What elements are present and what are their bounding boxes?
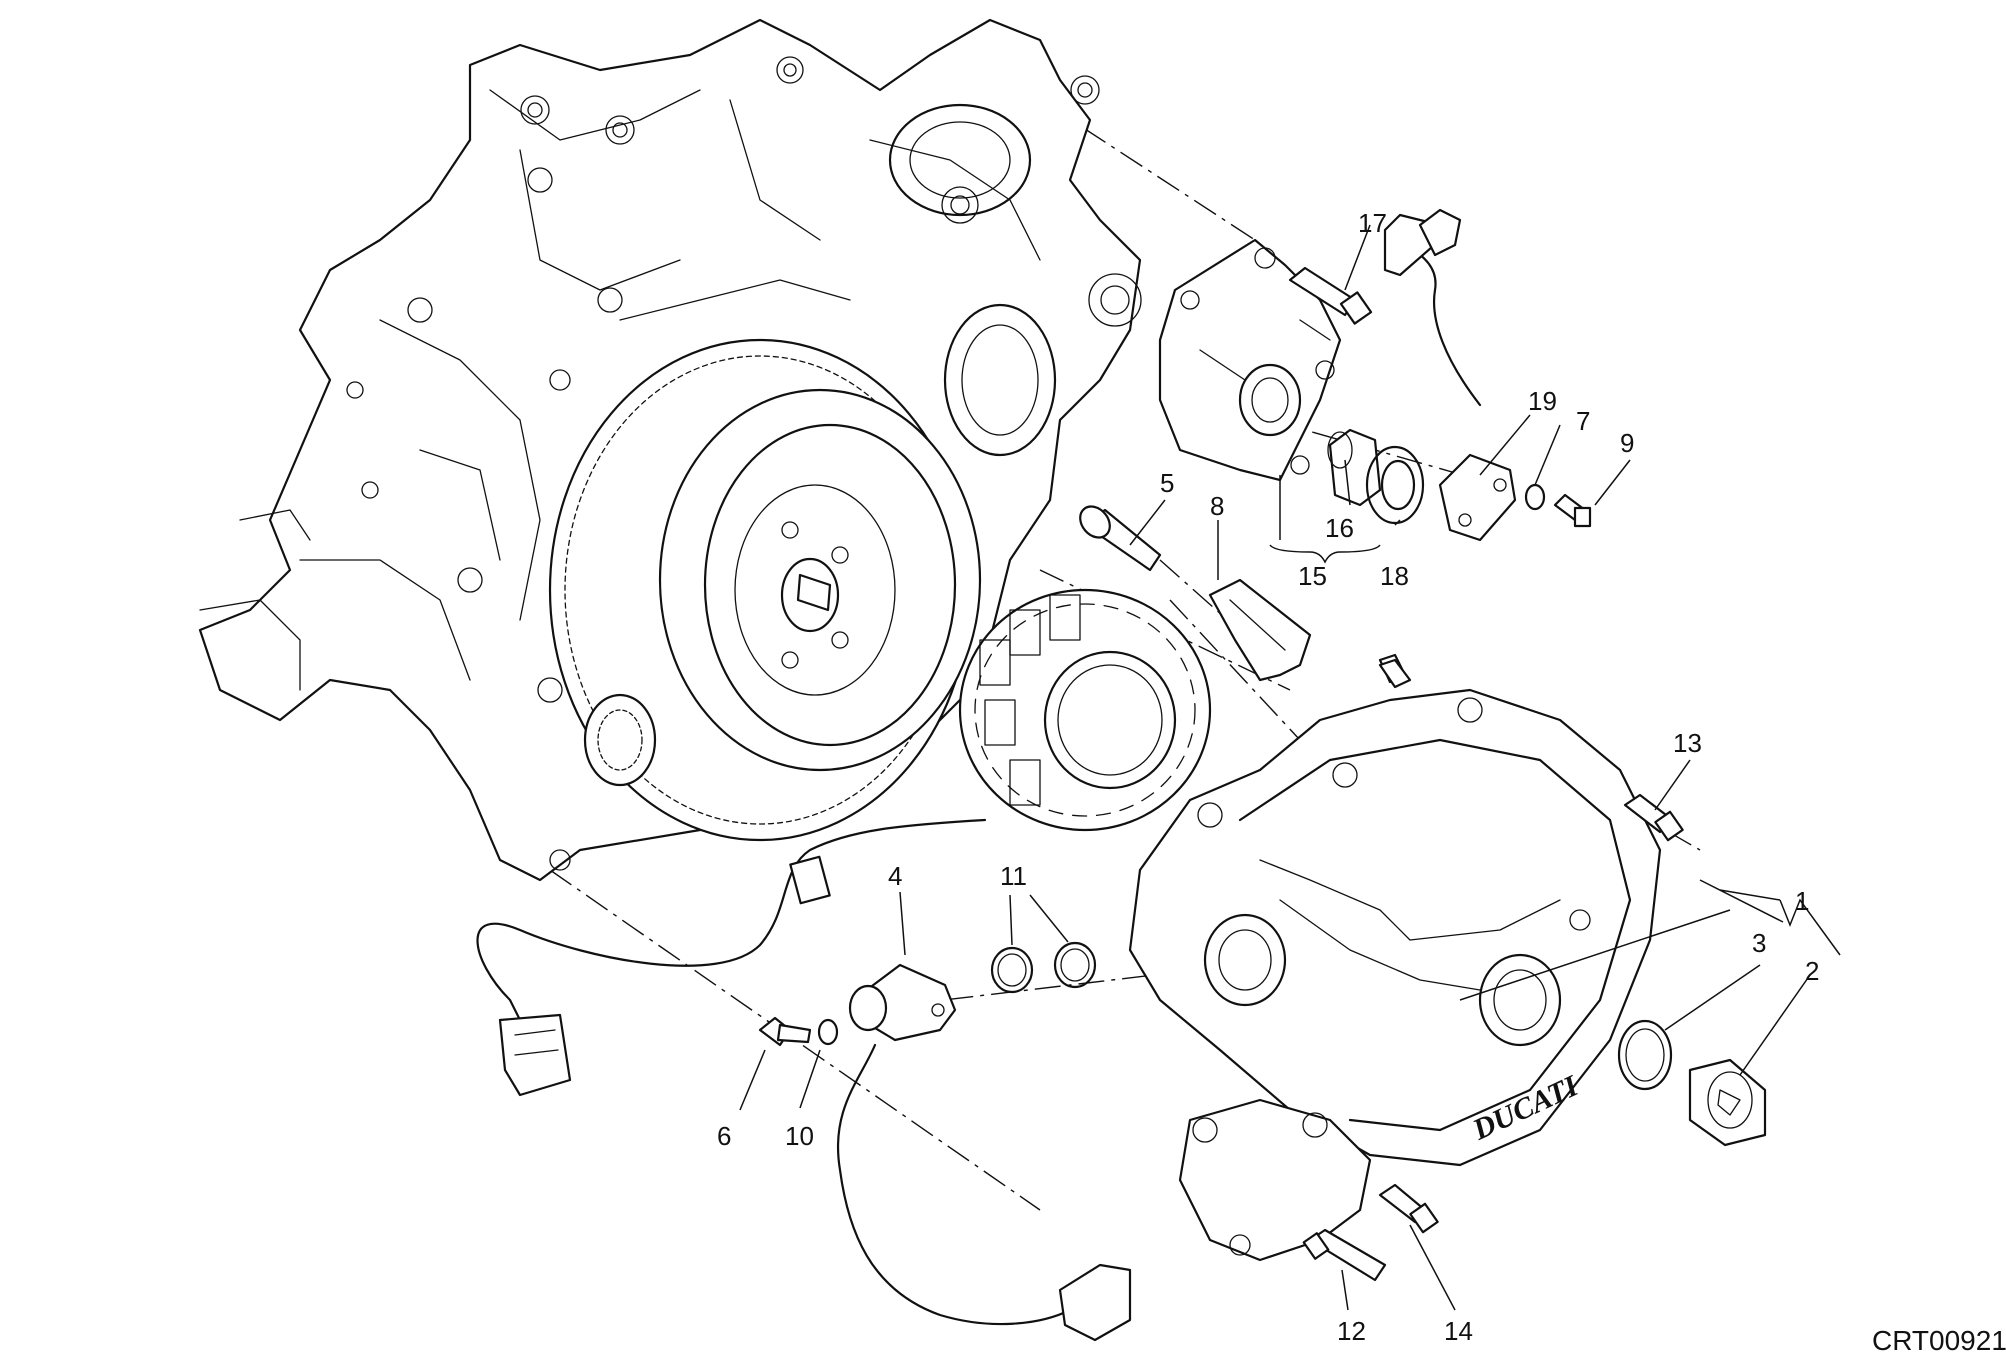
generator-cover: DUCATI (1128, 653, 1662, 1262)
part-8-grommet (1208, 578, 1312, 682)
callout-14: 14 (1444, 1316, 1473, 1346)
part-7-washer (1524, 483, 1546, 511)
part-9-screw (1553, 493, 1592, 528)
part-18-seal (1365, 445, 1425, 525)
callout-19: 19 (1528, 386, 1557, 416)
part-10-washer (817, 1018, 839, 1046)
part-12-stud (1302, 1228, 1387, 1282)
part-15-pickup-cover (1158, 238, 1342, 482)
part-2-plug (1688, 1058, 1767, 1147)
callout-labels: 1 2 3 4 5 6 7 8 9 10 11 12 13 14 15 16 1… (717, 208, 1819, 1346)
callout-3: 3 (1752, 928, 1766, 958)
part-3-o-ring (1617, 1019, 1673, 1091)
callout-5: 5 (1160, 468, 1174, 498)
pin (1378, 658, 1412, 689)
part-4-pickup-sensor (836, 963, 1132, 1342)
part-19-pickup-sensor (1383, 208, 1517, 542)
callout-18: 18 (1380, 561, 1409, 591)
part-11-o-rings (990, 941, 1097, 994)
callout-17: 17 (1358, 208, 1387, 238)
callout-11: 11 (1000, 861, 1027, 891)
part-5-bolt (1079, 505, 1162, 572)
callout-6: 6 (717, 1121, 731, 1151)
part-17-bolt (1288, 266, 1373, 325)
part-14-bolt (1378, 1183, 1439, 1234)
drawing-code: CRT00921 (1872, 1325, 2006, 1356)
callout-12: 12 (1337, 1316, 1366, 1346)
callout-1: 1 (1795, 886, 1809, 916)
leader-lines (739, 224, 1841, 1311)
part-13-bolt (1623, 793, 1684, 842)
callout-8: 8 (1210, 491, 1224, 521)
part-16-bushing (1327, 428, 1382, 507)
part-6-bolt (758, 1016, 812, 1047)
stator (476, 588, 1212, 1097)
callout-7: 7 (1576, 406, 1590, 436)
callout-16: 16 (1325, 513, 1354, 543)
callout-4: 4 (888, 861, 902, 891)
callout-15: 15 (1298, 561, 1327, 591)
callout-9: 9 (1620, 428, 1634, 458)
flywheel-rotor (548, 338, 982, 842)
callout-2: 2 (1805, 956, 1819, 986)
callout-13: 13 (1673, 728, 1702, 758)
callout-10: 10 (785, 1121, 814, 1151)
